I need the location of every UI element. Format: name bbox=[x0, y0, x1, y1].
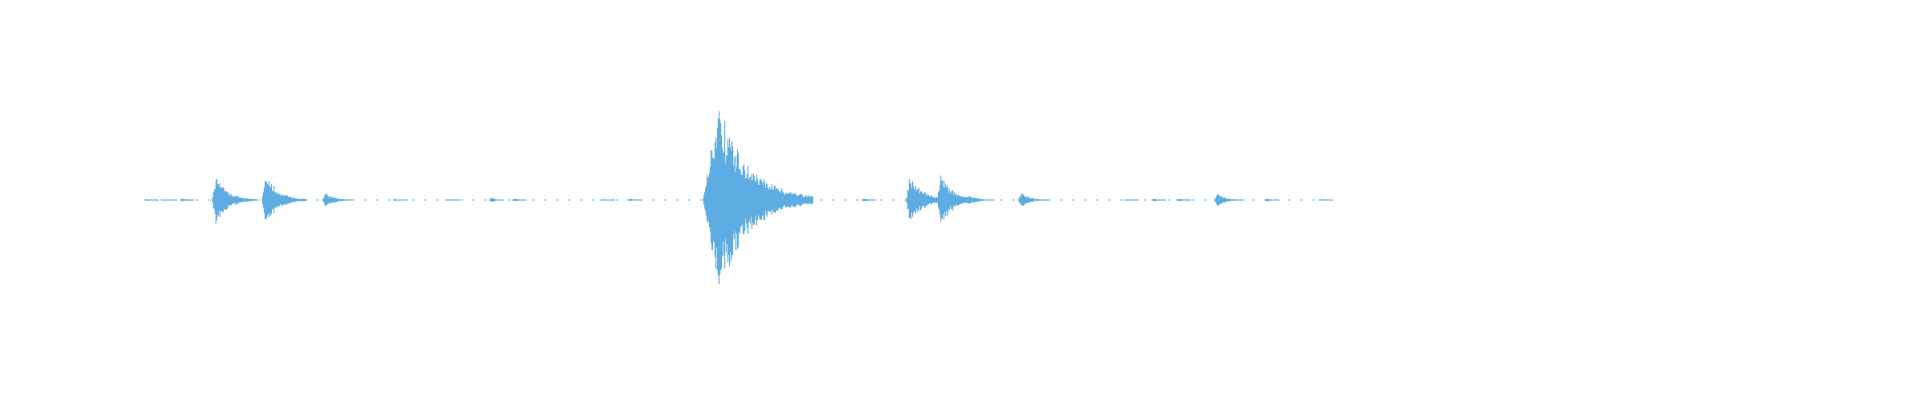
waveform-burst bbox=[1151, 198, 1166, 202]
waveform-burst-path bbox=[600, 199, 615, 201]
waveform-burst-path bbox=[179, 198, 195, 202]
waveform-burst-path bbox=[861, 198, 877, 202]
waveform-burst-path bbox=[1017, 193, 1049, 206]
waveform-burst-path bbox=[444, 199, 460, 201]
waveform-burst bbox=[1017, 193, 1049, 206]
waveform-burst-path bbox=[1213, 193, 1245, 206]
waveform-burst bbox=[179, 198, 195, 202]
waveform-burst bbox=[1318, 199, 1334, 201]
waveform-burst bbox=[627, 198, 642, 201]
waveform-burst bbox=[702, 111, 814, 284]
waveform-burst-path bbox=[702, 111, 814, 284]
waveform-burst bbox=[1176, 198, 1191, 202]
waveform-burst-path bbox=[211, 179, 258, 224]
waveform-burst-path bbox=[627, 198, 642, 201]
waveform-burst bbox=[211, 179, 258, 224]
waveform-burst bbox=[861, 198, 877, 202]
waveform-burst bbox=[600, 199, 615, 201]
waveform-burst bbox=[261, 180, 308, 220]
waveform-burst bbox=[162, 199, 178, 201]
waveform-burst-path bbox=[489, 197, 504, 203]
waveform-burst-path bbox=[1151, 198, 1166, 202]
waveform-burst bbox=[1213, 193, 1245, 206]
waveform-burst-path bbox=[144, 199, 159, 201]
waveform-burst-path bbox=[964, 196, 995, 204]
waveform-burst-path bbox=[393, 199, 408, 201]
waveform-burst-path bbox=[1318, 199, 1334, 201]
waveform-burst-path bbox=[261, 180, 308, 220]
waveform-burst bbox=[393, 199, 408, 201]
waveform-burst-path bbox=[162, 199, 178, 201]
waveform-burst-path bbox=[321, 193, 353, 206]
waveform-burst bbox=[964, 196, 995, 204]
waveform-samples bbox=[144, 111, 1334, 284]
waveform-burst-path bbox=[1264, 198, 1280, 202]
waveform-burst bbox=[489, 197, 504, 203]
waveform-burst bbox=[444, 199, 460, 201]
waveform-burst bbox=[144, 199, 159, 201]
waveform-burst-path bbox=[1176, 198, 1191, 202]
waveform-burst bbox=[1124, 199, 1140, 201]
waveform-burst bbox=[512, 198, 527, 202]
waveform-burst bbox=[1264, 198, 1280, 202]
waveform-burst-path bbox=[512, 198, 527, 202]
waveform-burst bbox=[321, 193, 353, 206]
waveform-burst-path bbox=[1124, 199, 1140, 201]
